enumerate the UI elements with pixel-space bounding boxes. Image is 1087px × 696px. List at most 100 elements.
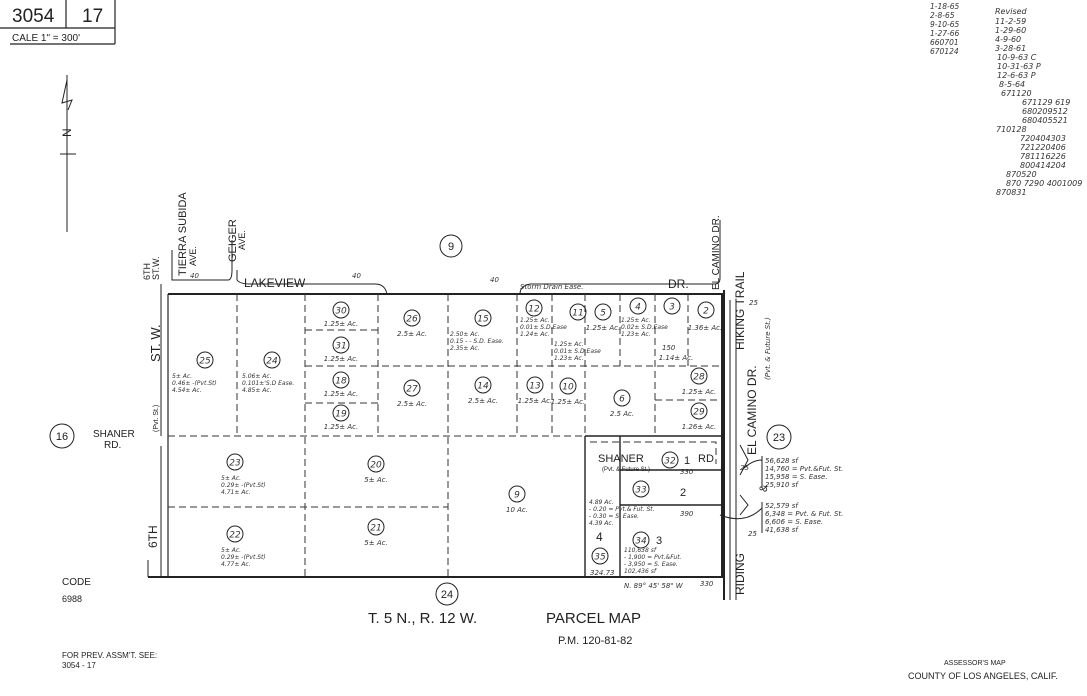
lot-number: 2	[680, 487, 686, 499]
parcel-number-circle	[403, 379, 421, 397]
parcel-area: 4.77± Ac.	[221, 561, 251, 568]
parcel-number: 13	[529, 382, 541, 392]
revision-date: 870 7290 4001009	[1006, 179, 1082, 188]
street-shaner: SHANER	[93, 429, 135, 440]
adjacent-map-9: 9	[448, 241, 454, 253]
parcel-area: 1.26± Ac.	[682, 423, 717, 431]
parcel-14: 142.5± Ac.	[468, 376, 498, 405]
parcel-area: 1.25± Ac.	[324, 390, 359, 398]
parcel-number-circle	[525, 299, 543, 317]
dimension: 40	[352, 272, 361, 280]
revision-date: 10-9-63 C	[997, 53, 1037, 62]
parcel-area: 1.23± Ac.	[554, 355, 584, 362]
revision-date: 721220406	[1020, 143, 1066, 152]
revision-date: 9-10-65	[930, 20, 959, 29]
parcel-31: 311.25± Ac.	[324, 336, 358, 363]
parcel-number: 5	[600, 309, 606, 319]
parcel-number-circle	[613, 389, 631, 407]
parcel-27: 272.5± Ac.	[397, 379, 427, 408]
parcel-number-circle	[367, 518, 385, 536]
parcel-number-circle	[632, 531, 650, 549]
annotation-line: 25,910 sf	[765, 481, 799, 489]
north-label: N	[60, 128, 74, 137]
parcel-area: 0.29± -(Pvt.St)	[221, 482, 266, 489]
parcel-number: 6	[619, 395, 625, 405]
parcel-number: 21	[370, 524, 381, 534]
parcel-number: 28	[693, 373, 705, 383]
parcel-number-circle	[403, 309, 421, 327]
dimension: 150	[662, 344, 676, 352]
easement-annotation-1: 56,628 sf 14,760 = Pvt.&Fut. St. 15,958 …	[741, 456, 843, 489]
parcel-area: 0.29± -(Pvt.St)	[221, 554, 266, 561]
parcel-number-circle	[263, 351, 281, 369]
street-hiking-trail: HIKING TRAIL	[733, 271, 747, 350]
revision-date: 2-8-65	[930, 11, 955, 20]
parcel-number-circle	[332, 336, 350, 354]
parcel-number: 23	[229, 459, 241, 469]
adjacent-map-24: 24	[441, 589, 453, 601]
parcel-area: 0.01± S.D.Ease	[520, 324, 567, 331]
annotation-line: 41,638 sf	[765, 526, 799, 534]
parcel-30: 301.25± Ac.	[324, 301, 358, 328]
parcel-number-circle	[332, 371, 350, 389]
revision-date: 710128	[996, 125, 1027, 134]
parcel-number-circle	[332, 404, 350, 422]
parcel-number-circle	[559, 377, 577, 395]
parcel-area: 4.54± Ac.	[172, 387, 202, 394]
parcel-number-circle	[196, 351, 214, 369]
code-value: 6988	[62, 594, 82, 604]
parcel-number: 2	[703, 307, 709, 317]
parcel-map-reference: P.M. 120-81-82	[558, 635, 632, 647]
revision-date: 720404303	[1020, 134, 1066, 143]
adjacent-map-16: 16	[56, 431, 68, 443]
parcel-area: 102,436 sf	[624, 568, 657, 575]
parcel-10: 101.25± Ac.	[551, 377, 585, 406]
parcel-28: 28 1.25± Ac.	[682, 367, 717, 396]
parcel-area: 4.89 Ac.	[589, 499, 614, 506]
street-el-camino-dr: EL CAMINO DR.	[745, 365, 759, 455]
parcel-area: 0.02± S.D.Ease	[621, 324, 668, 331]
revision-date: 1-27-66	[930, 29, 959, 38]
parcel-area: - 0.30 = S. Ease.	[589, 513, 639, 520]
ampersand-label: &	[758, 484, 770, 492]
private-street-note: (Pvt. & Future St.)	[764, 317, 772, 380]
bearing: N. 89° 45' 58" W	[624, 582, 684, 590]
parcel-area: 1.24± Ac.	[520, 331, 550, 338]
parcel-9: 910 Ac.	[506, 485, 528, 514]
parcel-area: 0.01± S.D.Ease	[554, 348, 601, 355]
revision-date: 680209512	[1022, 107, 1068, 116]
parcel-25: 255± Ac.0.46± -(Pvt.St)4.54± Ac.	[172, 351, 217, 394]
revised-label: Revised	[995, 7, 1028, 16]
parcel-number-circle	[697, 301, 715, 319]
previous-assessment-label: FOR PREV. ASSM'T. SEE:	[62, 651, 157, 660]
parcel-18: 181.25± Ac.	[324, 371, 359, 398]
parcel-26: 262.5± Ac.	[397, 309, 427, 338]
dimension: 25	[748, 530, 757, 538]
parcel-number: 34	[635, 537, 647, 547]
revision-date: 12-6-63 P	[997, 71, 1036, 80]
dimension: 330	[680, 468, 694, 476]
revision-date: 8-5-64	[999, 80, 1025, 89]
parcel-2: 21.36± Ac.	[688, 301, 722, 332]
revision-date: 1-18-65	[930, 2, 959, 11]
parcel-35: 354.89 Ac.- 0.20 = Pvt.& Fut. St.- 0.30 …	[589, 499, 655, 565]
parcel-boundaries	[147, 220, 749, 600]
lot-number: 3	[656, 535, 662, 547]
parcel-number: 35	[594, 553, 606, 563]
revision-date: 870831	[996, 188, 1027, 197]
footer: CODE 6988 T. 5 N., R. 12 W. PARCEL MAP P…	[62, 577, 1058, 681]
private-street-note: (Pvt. St.)	[153, 405, 160, 432]
lot-number: 1	[684, 455, 690, 467]
easement-annotation-2: 52,579 sf 6,348 = Pvt. & Fut. St. 6,606 …	[719, 502, 843, 534]
parcel-number: 32	[664, 457, 676, 467]
parcel-area: 0.101±'S.D Ease.	[242, 380, 294, 387]
parcel-32: 32	[661, 451, 679, 469]
adjacent-map-23: 23	[773, 432, 785, 444]
map-type: PARCEL MAP	[546, 610, 641, 627]
parcel-number-circle	[474, 376, 492, 394]
parcel-area: 1.25± Ac.	[682, 388, 717, 396]
street-st-w: ST. W.	[148, 324, 163, 362]
annotation-line: 6,348 = Pvt. & Fut. St.	[765, 510, 843, 518]
